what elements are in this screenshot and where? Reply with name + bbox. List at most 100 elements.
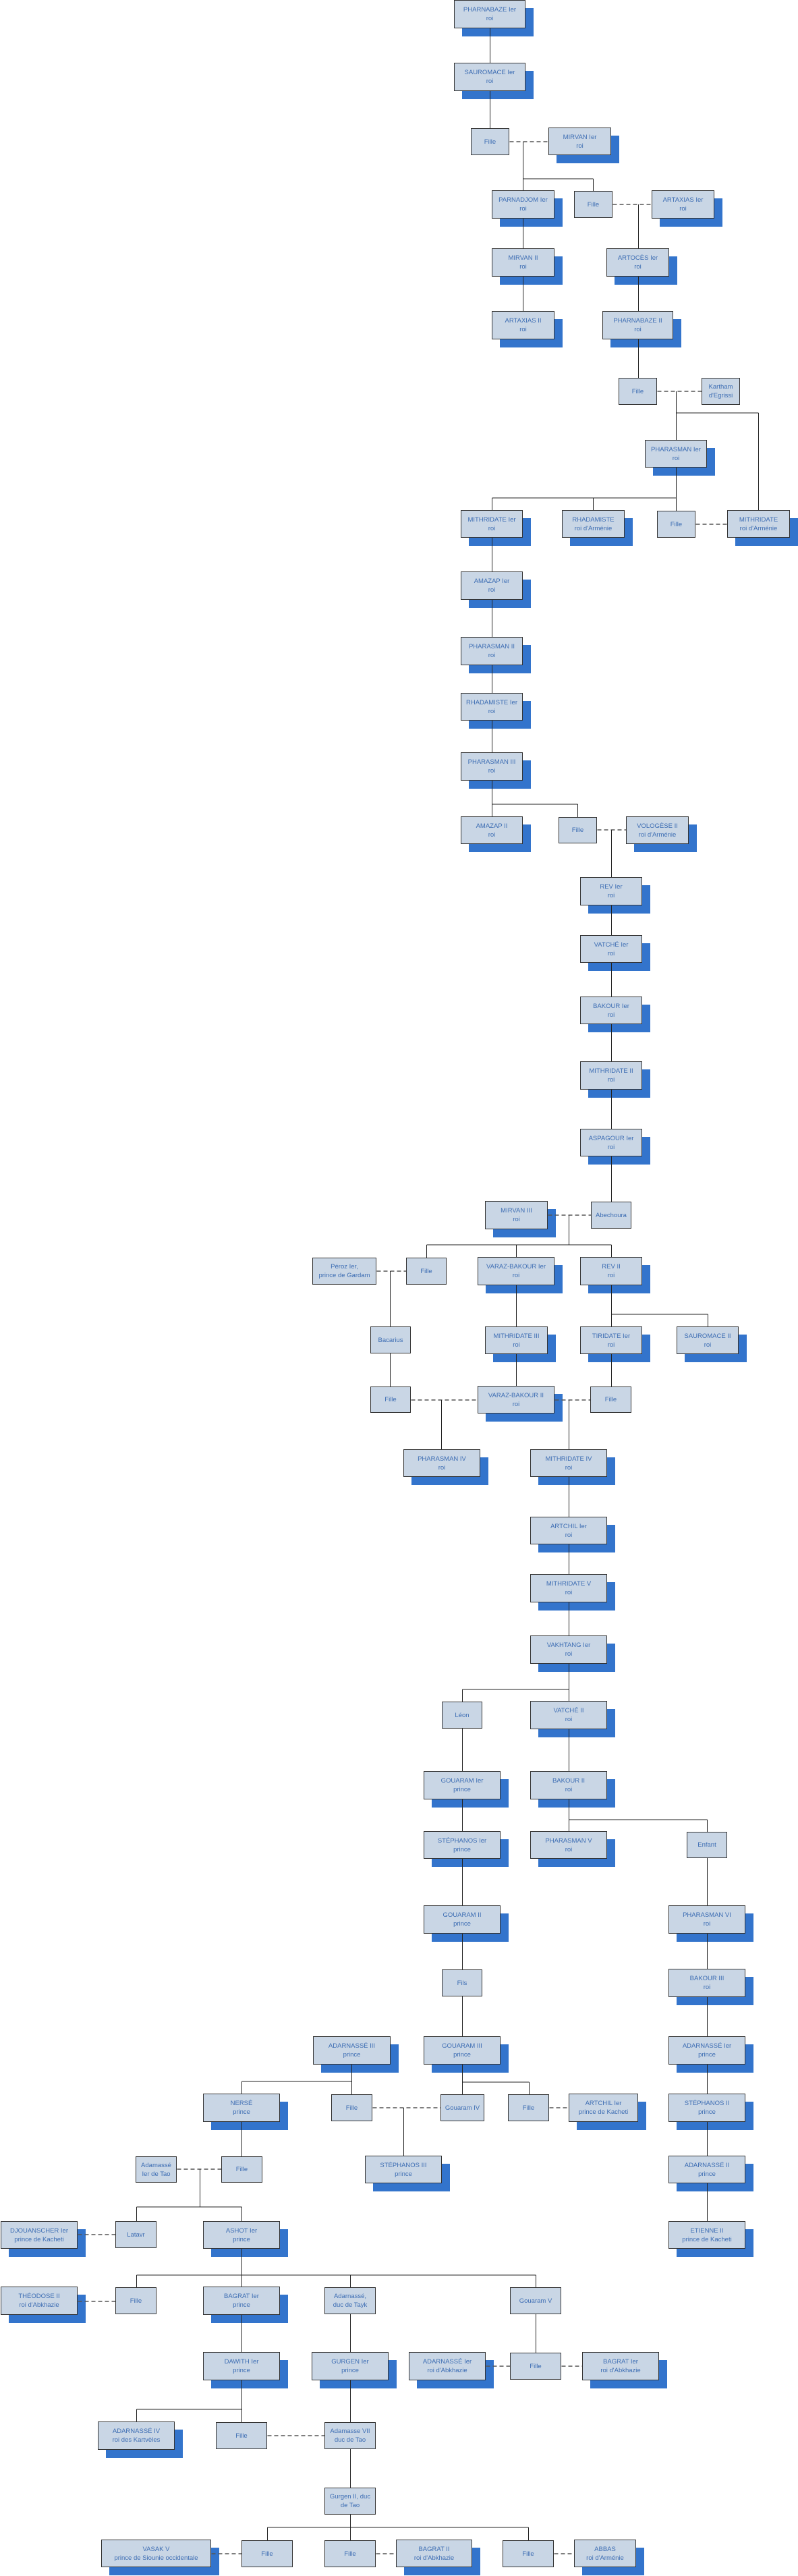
person-node-fille15[interactable]: Fille [241, 2540, 293, 2567]
person-node-fille1[interactable]: Fille [471, 128, 509, 155]
person-node-fille14[interactable]: Fille [510, 2353, 561, 2380]
person-name: Fille [571, 827, 584, 834]
person-node-fille10[interactable]: Fille [221, 2156, 262, 2183]
person-node-fille3[interactable]: Fille [619, 378, 657, 405]
person-node-latavr[interactable]: Latavr [115, 2221, 156, 2248]
person-node-fille2[interactable]: Fille [574, 191, 612, 218]
person-node-fille17[interactable]: Fille [503, 2540, 554, 2567]
person-node-gouaram4[interactable]: Gouaram IV [440, 2094, 484, 2121]
person-node-fille16[interactable]: Fille [324, 2540, 376, 2567]
person-node-fils[interactable]: Fils [442, 1969, 482, 1996]
person-node-fille9[interactable]: Fille [331, 2094, 372, 2121]
person-node-enfant[interactable]: Enfant [687, 1832, 727, 1858]
person-node-fille7[interactable]: Fille [370, 1387, 411, 1413]
person-node-fille6[interactable]: Fille [406, 1258, 447, 1285]
person-node-fille13[interactable]: Fille [216, 2422, 267, 2449]
person-node-fille8[interactable]: Fille [590, 1387, 631, 1413]
person-node-fille12[interactable]: Fille [115, 2287, 156, 2314]
person-node-fille4[interactable]: Fille [657, 511, 695, 538]
person-node-fille11[interactable]: Fille [508, 2094, 549, 2121]
person-node-peroz[interactable]: Péroz Ier,prince de Gardam [312, 1258, 376, 1285]
person-node-leon[interactable]: Léon [442, 1702, 482, 1729]
person-name: MITHRIDATE [739, 515, 778, 524]
person-node-fille5[interactable]: Fille [559, 817, 597, 843]
person-node-abechoura[interactable]: Abechoura [591, 1202, 631, 1229]
person-name: Fille [587, 200, 600, 208]
person-node-gouaram5[interactable]: Gouaram V [510, 2287, 561, 2314]
person-title: roi [488, 707, 496, 715]
person-node-adarnasse-tayk[interactable]: Adarnassé,duc de Tayk [324, 2287, 376, 2314]
person-node-bacarius[interactable]: Bacarius [370, 1326, 411, 1353]
